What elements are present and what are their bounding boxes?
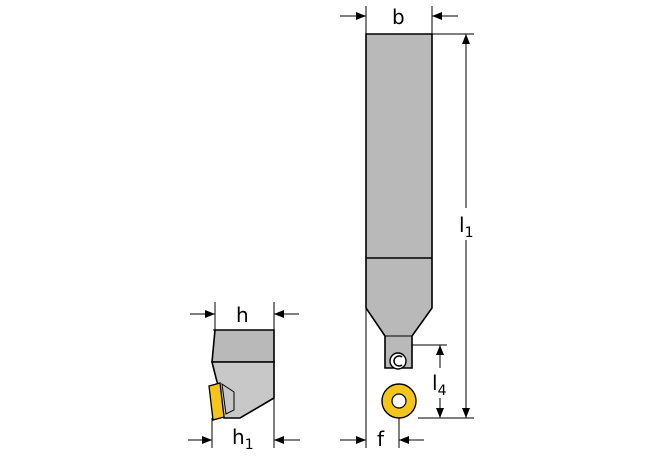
shank-body [365, 33, 433, 369]
dimension-h1: h1 [188, 398, 300, 453]
dimension-h: h [190, 302, 299, 330]
dimension-b: b [340, 5, 458, 34]
side-shank-block [211, 329, 275, 363]
front-view [365, 33, 433, 419]
dim-h-label: h [236, 303, 249, 327]
side-insert [208, 382, 225, 421]
dimension-l4: l4 [412, 344, 454, 418]
dim-f-label: f [377, 427, 385, 451]
dim-h1-label: h1 [232, 425, 254, 453]
side-clamp-detail [221, 382, 235, 415]
dim-l4-label: l4 [432, 371, 447, 399]
insert-hole [391, 393, 407, 409]
screw-c-mark [393, 355, 403, 367]
side-view [208, 329, 275, 421]
dimension-l1: l1 [418, 33, 480, 419]
dimension-f: f [340, 308, 424, 451]
side-head-block [210, 361, 275, 419]
dim-b-label: b [392, 5, 405, 29]
dim-l1-label: l1 [459, 213, 473, 241]
